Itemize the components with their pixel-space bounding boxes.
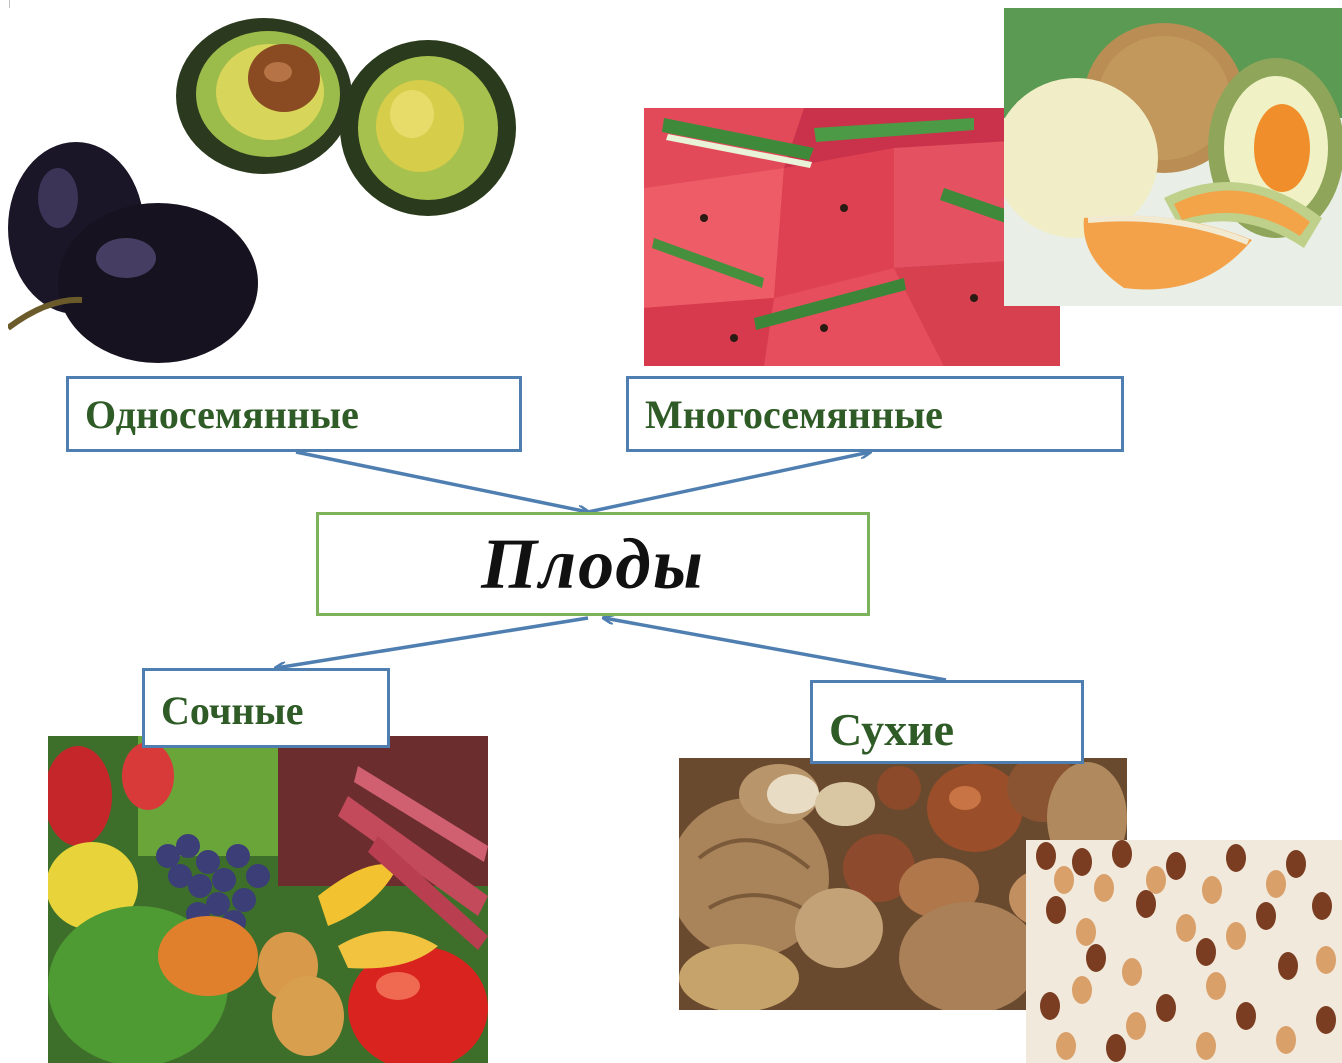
arrow-one-seed-to-center — [295, 450, 588, 512]
many-seed-label: Многосемянные — [645, 391, 943, 437]
one-seed-label-box: Односемянные — [66, 376, 522, 452]
plum-avocado-photo — [8, 8, 530, 370]
dry-label-box: Сухие — [810, 680, 1084, 764]
one-seed-label: Односемянные — [85, 391, 359, 437]
dry-label: Сухие — [829, 704, 954, 755]
beans-photo — [1026, 840, 1342, 1063]
arrow-center-to-many-seed — [587, 452, 870, 514]
nuts-photo — [679, 758, 1127, 1010]
arrow-center-to-juicy — [276, 616, 589, 668]
center-label: Плоды — [481, 523, 705, 604]
arrow-dry-to-center — [604, 618, 947, 682]
juicy-label: Сочные — [161, 688, 304, 733]
watermelon-photo — [644, 108, 1060, 366]
juicy-label-box: Сочные — [142, 668, 390, 748]
melon-photo — [1004, 8, 1342, 306]
many-seed-label-box: Многосемянные — [626, 376, 1124, 452]
vegetables-photo — [48, 736, 488, 1063]
center-label-box: Плоды — [316, 512, 870, 616]
